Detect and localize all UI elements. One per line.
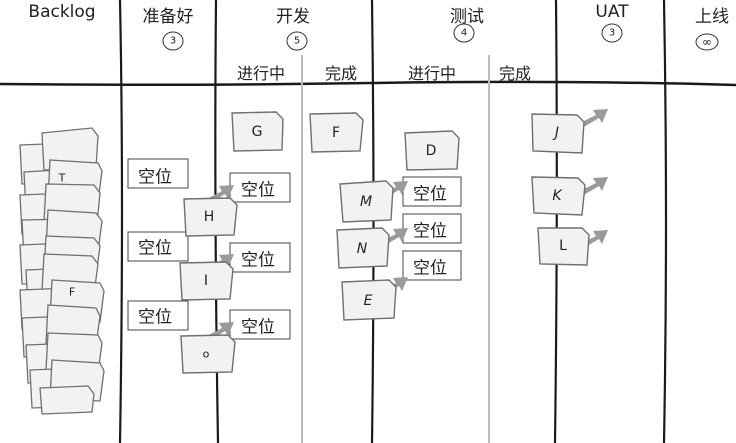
subcolumn-title-dev-done: 完成 — [325, 60, 357, 84]
card-label-j: J — [555, 125, 559, 141]
header-rule — [0, 82, 736, 85]
subcolumn-title-test-doing: 进行中 — [408, 60, 456, 84]
subcolumn-title-dev-doing: 进行中 — [237, 60, 285, 84]
empty-slot-label-ready-3: 空位 — [138, 303, 172, 328]
wip-limit-test: 4 — [461, 28, 467, 39]
wip-limit-uat: 3 — [609, 28, 615, 39]
card-label-e: E — [364, 293, 373, 309]
column-title-backlog: Backlog — [28, 2, 95, 22]
wip-limit-release: ∞ — [702, 35, 712, 49]
wip-limit-develop: 5 — [294, 36, 300, 47]
card-label-k: K — [552, 188, 561, 204]
wip-limit-ready: 3 — [170, 36, 176, 47]
empty-slot-label-test-2: 空位 — [413, 217, 447, 242]
card-label-m: M — [360, 194, 372, 210]
column-title-ready: 准备好 — [143, 2, 194, 27]
column-divider-3 — [372, 0, 374, 443]
column-divider-5 — [664, 0, 666, 443]
card-label-d: D — [426, 143, 437, 159]
column-title-test: 测试 — [450, 2, 484, 27]
empty-slot-label-test-1: 空位 — [413, 180, 447, 205]
card-label-l: L — [559, 238, 567, 254]
card-label-h: H — [204, 209, 215, 225]
backlog-card-label-f: F — [69, 286, 75, 299]
empty-slot-label-dev-2: 空位 — [241, 246, 275, 271]
column-title-develop: 开发 — [276, 2, 310, 27]
empty-slot-label-dev-1: 空位 — [241, 176, 275, 201]
card-label-o: o — [203, 348, 210, 361]
column-divider-4 — [555, 0, 557, 443]
card-label-f: F — [332, 125, 340, 141]
column-title-release: 上线 — [695, 2, 729, 27]
empty-slot-label-ready-2: 空位 — [138, 234, 172, 259]
card-label-n: N — [357, 241, 367, 257]
card-label-i: I — [204, 273, 208, 289]
subcolumn-title-test-done: 完成 — [499, 60, 531, 84]
empty-slot-label-dev-3: 空位 — [241, 313, 275, 338]
column-title-uat: UAT — [595, 2, 628, 22]
empty-slot-label-ready-1: 空位 — [138, 163, 172, 188]
column-divider-1 — [120, 0, 122, 443]
card-label-g: G — [252, 124, 263, 140]
empty-slot-label-test-3: 空位 — [413, 254, 447, 279]
backlog-card-label-t: T — [59, 172, 66, 185]
